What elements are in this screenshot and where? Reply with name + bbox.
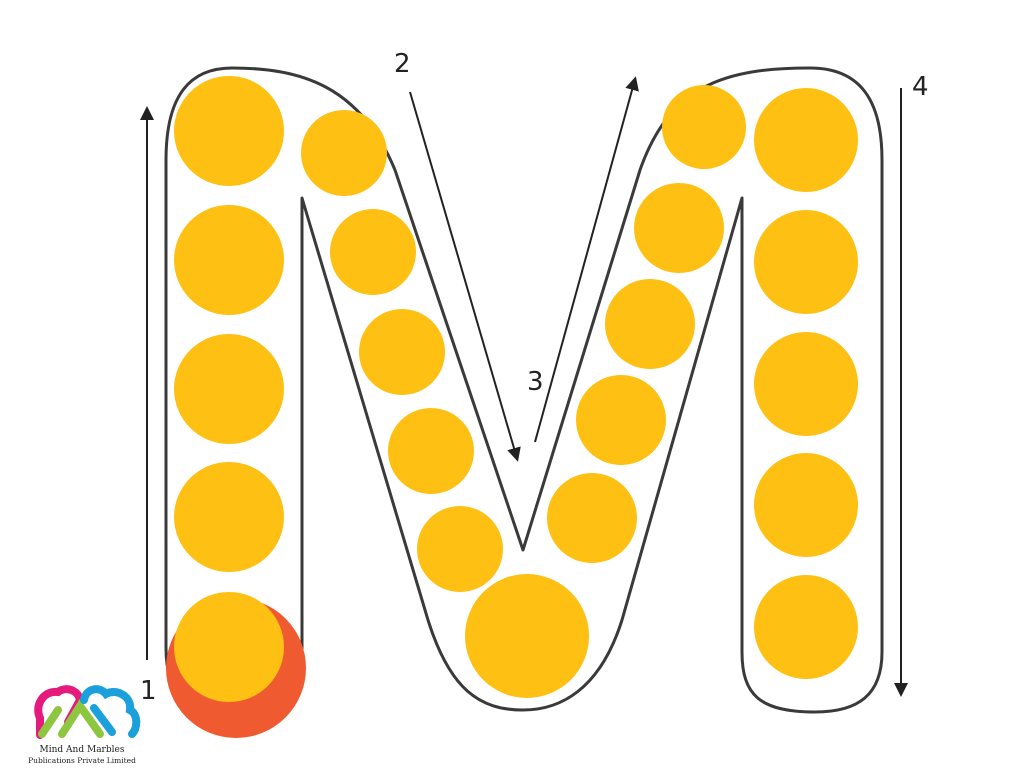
dot[interactable] bbox=[174, 334, 284, 444]
dot[interactable] bbox=[174, 592, 284, 702]
dot[interactable] bbox=[576, 375, 666, 465]
stroke-number-4: 4 bbox=[912, 72, 929, 102]
dot[interactable] bbox=[330, 209, 416, 295]
dot[interactable] bbox=[359, 309, 445, 395]
stroke-2-arrow bbox=[409, 91, 521, 462]
dot[interactable] bbox=[417, 506, 503, 592]
stroke-3-arrow bbox=[534, 76, 639, 443]
dot[interactable] bbox=[388, 408, 474, 494]
logo-line-1: Mind And Marbles bbox=[40, 745, 125, 755]
dot[interactable] bbox=[754, 210, 858, 314]
dot[interactable] bbox=[465, 574, 589, 698]
dot[interactable] bbox=[634, 183, 724, 273]
stroke-2-dots bbox=[301, 110, 589, 698]
stroke-number-1: 1 bbox=[140, 676, 157, 706]
dot[interactable] bbox=[754, 453, 858, 557]
dot[interactable] bbox=[174, 76, 284, 186]
dot[interactable] bbox=[547, 473, 637, 563]
stroke-4-dots bbox=[754, 88, 858, 679]
mind-and-marbles-logo: Mind And Marbles Publications Private Li… bbox=[28, 685, 141, 765]
stroke-number-2: 2 bbox=[394, 49, 411, 79]
stroke-3-dots bbox=[547, 85, 746, 563]
dot[interactable] bbox=[301, 110, 387, 196]
dot[interactable] bbox=[174, 205, 284, 315]
stroke-number-3: 3 bbox=[527, 367, 544, 397]
dot[interactable] bbox=[754, 88, 858, 192]
dot[interactable] bbox=[605, 279, 695, 369]
dot[interactable] bbox=[754, 575, 858, 679]
logo-line-2: Publications Private Limited bbox=[28, 756, 136, 765]
dot[interactable] bbox=[754, 332, 858, 436]
stroke-1-dots bbox=[174, 76, 284, 702]
dot[interactable] bbox=[174, 462, 284, 572]
logo-mark bbox=[34, 685, 141, 739]
dot[interactable] bbox=[662, 85, 746, 169]
